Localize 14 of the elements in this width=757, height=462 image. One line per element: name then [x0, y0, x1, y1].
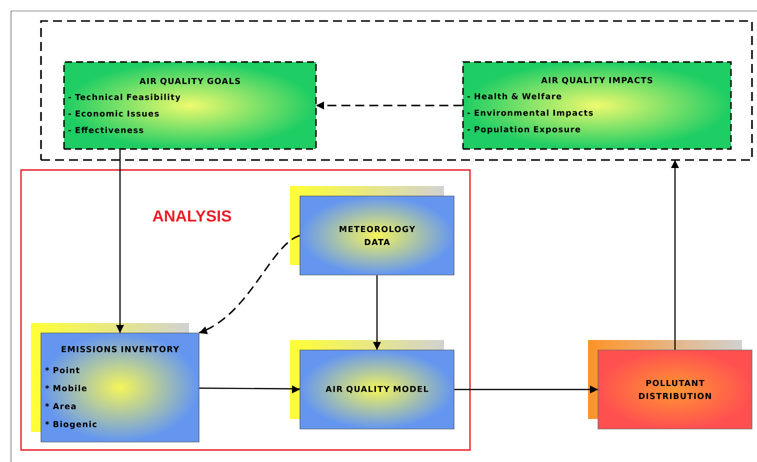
- arrow: [199, 385, 300, 394]
- process-box: EMISSIONS INVENTORY * Point * Mobile * Area * Biogenic: [40, 332, 200, 442]
- result-box: POLLUTANT DISTRIBUTION: [598, 350, 752, 430]
- arrow: [454, 386, 598, 394]
- goal-box: AIR QUALITY GOALS - Technical Feasibility - Economic Issues - Effectiveness: [63, 61, 317, 150]
- goal-box: AIR QUALITY IMPACTS - Health & Welfare - Environmental Impacts - Population Exposure: [462, 61, 732, 150]
- dashed-group-frame: [40, 20, 753, 161]
- dashed-arrow: [316, 102, 462, 110]
- arrow: [671, 160, 679, 350]
- process-box: AIR QUALITY MODEL: [300, 350, 454, 430]
- process-box: METEOROLOGY DATA: [300, 196, 454, 276]
- dashed-arrow: [199, 234, 300, 334]
- arrow: [373, 275, 381, 350]
- arrow: [116, 150, 124, 333]
